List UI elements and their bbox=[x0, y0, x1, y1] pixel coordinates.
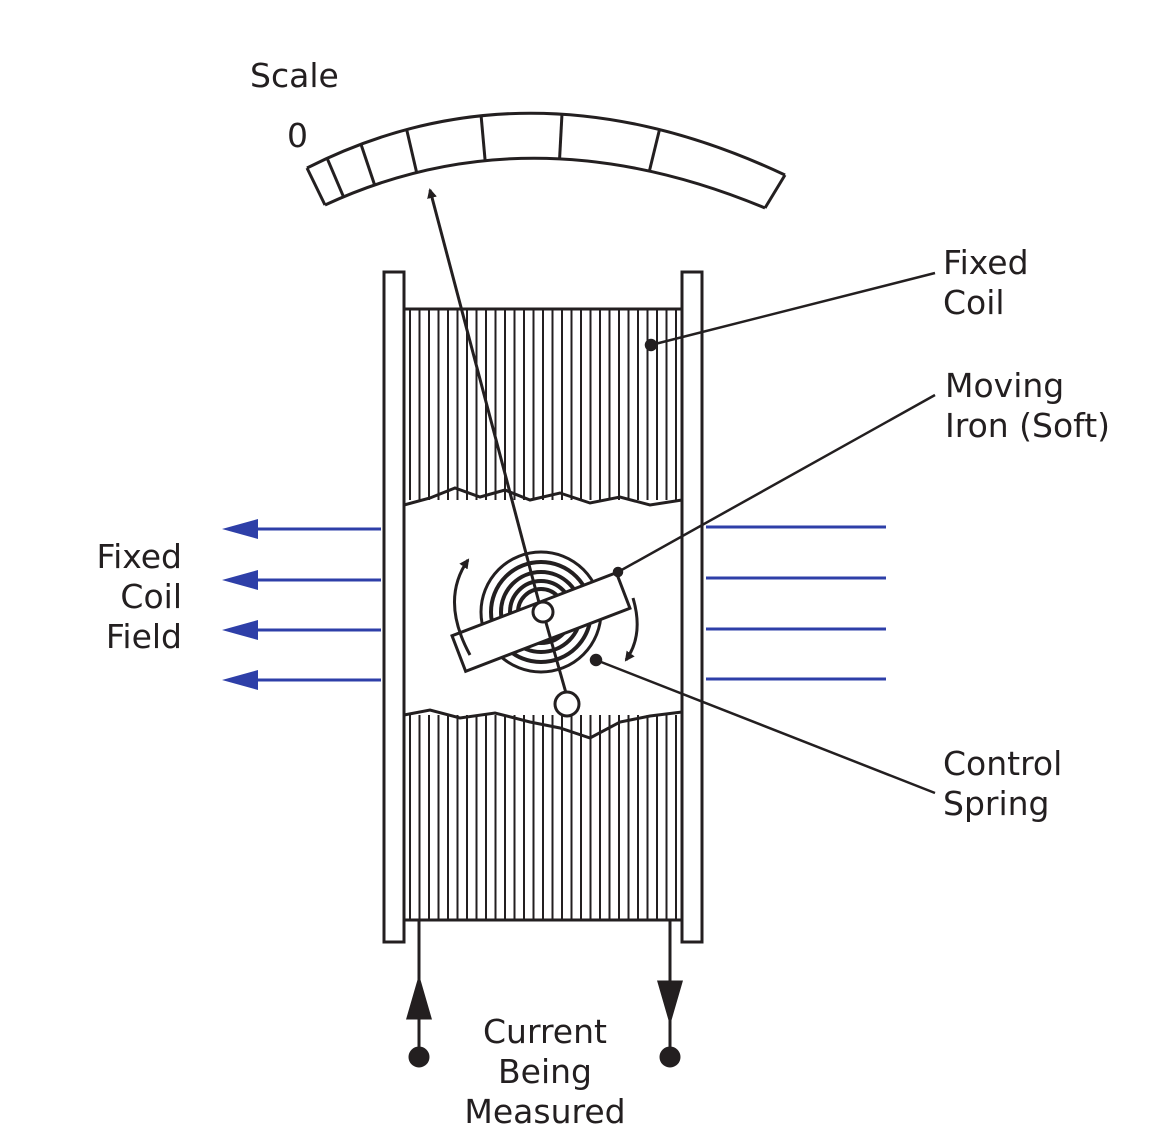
moving-iron-label: Moving Iron (Soft) bbox=[945, 366, 1111, 445]
current-label: Current Being Measured bbox=[464, 1012, 626, 1131]
field-arrow-head bbox=[222, 670, 258, 690]
fixed-coil-label: Fixed Coil bbox=[943, 243, 1029, 322]
coil-outline bbox=[403, 307, 683, 922]
scale-tick bbox=[405, 129, 419, 173]
scale-tick bbox=[325, 157, 345, 198]
field-arrow-head bbox=[222, 620, 258, 640]
scale-tick bbox=[558, 114, 564, 159]
coil-top-windings bbox=[409, 310, 677, 500]
scale-zero-label: 0 bbox=[287, 116, 308, 155]
rotation-arrows bbox=[453, 558, 639, 662]
pointer-needle bbox=[427, 188, 543, 611]
scale-arc bbox=[305, 111, 787, 210]
control-spring-label: Control Spring bbox=[943, 744, 1063, 823]
coil-left-plate bbox=[382, 270, 406, 944]
scale-tick bbox=[359, 143, 377, 186]
field-arrow-head bbox=[222, 570, 258, 590]
scale-tick bbox=[479, 115, 487, 161]
scale-label: Scale bbox=[250, 56, 339, 95]
coil-right-plate bbox=[680, 270, 704, 944]
scale-ticks bbox=[325, 114, 661, 198]
fixed-coil-field-label: Fixed Coil Field bbox=[96, 537, 182, 656]
fixed-coil-field-arrows bbox=[222, 519, 886, 690]
counterweight-stem bbox=[541, 611, 568, 694]
counterweight-circle bbox=[553, 690, 581, 718]
current-leads bbox=[406, 920, 683, 1068]
scale-tick bbox=[647, 129, 661, 172]
pivot-circle bbox=[531, 600, 555, 624]
field-arrow-head bbox=[222, 519, 258, 539]
coil-bottom-windings bbox=[409, 715, 677, 919]
leader-lines bbox=[589, 271, 936, 795]
